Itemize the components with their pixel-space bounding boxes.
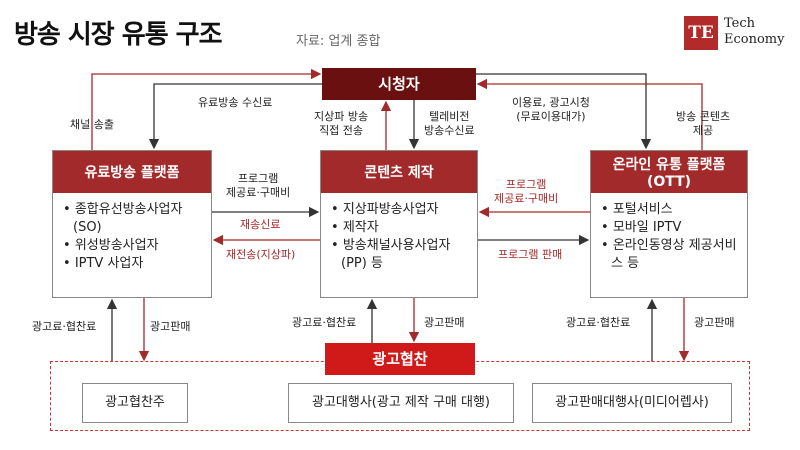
- list-item: 위성방송사업자: [63, 237, 211, 255]
- viewer-node: 시청자: [322, 68, 476, 100]
- label-terrestrial-1: 지상파 방송: [314, 110, 369, 123]
- label-retrans-fee: 재송신료: [240, 218, 281, 231]
- content-production-node: 콘텐츠 제작 지상파방송사업자 제작자 방송채널사용사업자 (PP) 등: [320, 150, 478, 298]
- label-ad-fee-right: 광고료·협찬료: [566, 316, 631, 329]
- label-prog-fee-left-1: 프로그램: [237, 172, 279, 185]
- logo-line-2: Economy: [724, 32, 785, 47]
- label-prog-fee-right: 프로그램 제공료·구매비: [494, 178, 558, 206]
- arrow-usage-fee: [476, 73, 652, 150]
- list-item: 포털서비스: [601, 201, 747, 219]
- ott-platform-node: 온라인 유통 플랫폼 (OTT) 포털서비스 모바일 IPTV 온라인동영상 제…: [590, 150, 748, 298]
- label-prog-sale: 프로그램 판매: [498, 248, 563, 261]
- media-rep-box: 광고판매대행사(미디어렙사): [532, 383, 732, 423]
- label-channel-out: 채널 송출: [70, 118, 114, 131]
- label-usage-fee-1: 이용료, 광고시청: [512, 96, 590, 109]
- label-ad-fee-left: 광고료·협찬료: [32, 320, 97, 333]
- label-tv-fee-1: 텔레비전: [429, 110, 470, 123]
- logo-text: Tech Economy: [724, 16, 784, 48]
- label-usage-fee: 이용료, 광고시청 (무료이용대가): [512, 96, 590, 124]
- page-title: 방송 시장 유통 구조: [14, 20, 223, 50]
- label-ott-content: 방송 콘텐츠 제공: [676, 110, 730, 138]
- label-tv-fee-2: 방송수신료: [424, 124, 475, 137]
- label-terrestrial-2: 직접 전송: [319, 124, 364, 137]
- advertiser-box: 광고협찬주: [82, 383, 188, 423]
- arrow-paid-fee: [148, 83, 322, 150]
- paid-platform-title: 유료방송 플랫폼: [53, 151, 211, 193]
- paid-platform-node: 유료방송 플랫폼 종합유선방송사업자 (SO) 위성방송사업자 IPTV 사업자: [52, 150, 212, 298]
- label-prog-fee-left: 프로그램 제공료·구매비: [226, 172, 290, 200]
- advertising-node: 광고협찬: [325, 343, 475, 375]
- ott-title-line-1: 온라인 유통 플랫폼: [612, 157, 726, 173]
- label-terrestrial: 지상파 방송 직접 전송: [314, 110, 368, 138]
- list-item: 지상파방송사업자: [331, 201, 477, 219]
- label-ad-fee-mid: 광고료·협찬료: [292, 316, 357, 329]
- content-production-list: 지상파방송사업자 제작자 방송채널사용사업자 (PP) 등: [321, 193, 477, 273]
- ott-platform-title: 온라인 유통 플랫폼 (OTT): [591, 151, 747, 193]
- label-ad-sale-right: 광고판매: [694, 316, 735, 329]
- label-prog-fee-right-1: 프로그램: [505, 178, 547, 191]
- list-item: 온라인동영상 제공서비스 등: [601, 237, 747, 273]
- arrow-ott-content: [476, 78, 703, 150]
- ott-title-line-2: (OTT): [646, 174, 692, 190]
- list-item: 종합유선방송사업자 (SO): [63, 201, 211, 237]
- content-production-title: 콘텐츠 제작: [321, 151, 477, 193]
- label-tv-fee: 텔레비전 방송수신료: [424, 110, 475, 138]
- label-ad-sale-mid: 광고판매: [424, 316, 465, 329]
- label-usage-fee-2: (무료이용대가): [516, 110, 586, 123]
- label-ott-content-1: 방송 콘텐츠: [676, 110, 731, 123]
- list-item: 모바일 IPTV: [601, 219, 747, 237]
- label-ad-sale-left: 광고판매: [150, 320, 191, 333]
- list-item: 방송채널사용사업자 (PP) 등: [331, 237, 477, 273]
- source-note: 자료: 업계 종합: [296, 34, 381, 49]
- arrow-channel-out: [91, 68, 322, 150]
- list-item: IPTV 사업자: [63, 255, 211, 273]
- paid-platform-list: 종합유선방송사업자 (SO) 위성방송사업자 IPTV 사업자: [53, 193, 211, 273]
- label-retrans: 재전송(지상파): [226, 248, 296, 261]
- label-paid-fee: 유료방송 수신료: [198, 96, 273, 109]
- ad-agency-box: 광고대행사(광고 제작 구매 대행): [288, 383, 514, 423]
- label-ott-content-2: 제공: [692, 124, 714, 137]
- ott-platform-list: 포털서비스 모바일 IPTV 온라인동영상 제공서비스 등: [591, 193, 747, 273]
- list-item: 제작자: [331, 219, 477, 237]
- label-prog-fee-right-2: 제공료·구매비: [494, 192, 559, 205]
- logo-line-1: Tech: [724, 16, 756, 31]
- label-prog-fee-left-2: 제공료·구매비: [226, 186, 291, 199]
- logo-mark: TE: [684, 16, 718, 50]
